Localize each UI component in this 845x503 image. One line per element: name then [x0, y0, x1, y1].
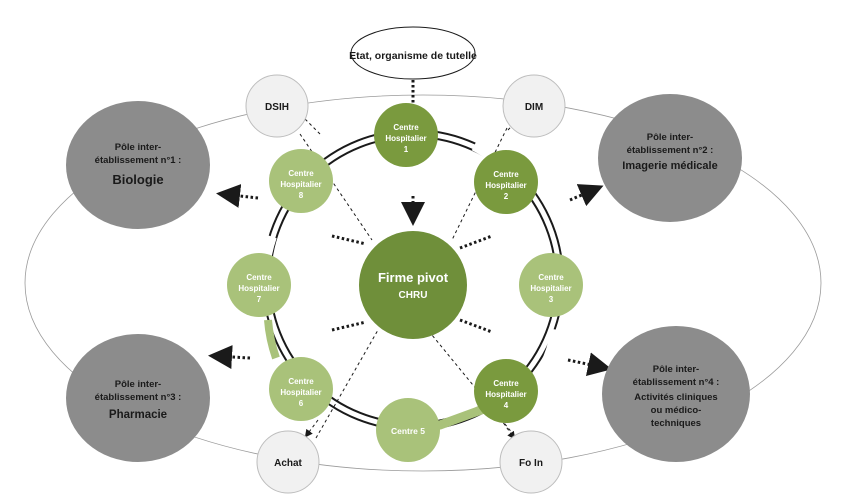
h3-l2: Hospitalier [530, 284, 571, 293]
h4-l2: Hospitalier [485, 390, 526, 399]
dim-label: DIM [525, 102, 543, 113]
p3-l3: Pharmacie [109, 409, 167, 421]
hospital-5 [376, 398, 440, 462]
dotted-arrows [208, 80, 612, 377]
pivot-node [359, 231, 467, 339]
p4-l2: établissement n°4 : [633, 377, 720, 388]
h4-l1: Centre [493, 379, 519, 388]
hospital-3 [519, 253, 583, 317]
p2-l1: Pôle inter- [647, 132, 693, 143]
p3-l2: établissement n°3 : [95, 392, 182, 403]
top-label: Etat, organisme de tutelle [349, 50, 477, 62]
h6-l1: Centre [288, 377, 314, 386]
h6-l2: Hospitalier [280, 388, 321, 397]
h3-l1: Centre [538, 273, 564, 282]
p1-l3: Biologie [112, 172, 163, 187]
h7-l2: Hospitalier [238, 284, 279, 293]
foin-node [499, 430, 563, 494]
hospital-6 [269, 357, 333, 421]
h2-l1: Centre [493, 170, 519, 179]
achat-label: Achat [274, 458, 302, 469]
h5-l1: Centre 5 [391, 426, 425, 436]
h1-l3: 1 [404, 145, 409, 154]
h2-l3: 2 [504, 192, 509, 201]
pole-1 [66, 101, 210, 229]
pole-2 [598, 94, 742, 222]
h8-l2: Hospitalier [280, 180, 321, 189]
hospital-8 [269, 149, 333, 213]
p4-l1: Pôle inter- [653, 364, 699, 375]
h8-l3: 8 [299, 191, 304, 200]
p4-l3: Activités cliniques [634, 392, 717, 403]
pivot-line1: Firme pivot [378, 270, 449, 285]
h7-l1: Centre [246, 273, 272, 282]
tutelle-ellipse [350, 26, 476, 80]
h3-l3: 3 [549, 295, 554, 304]
p4-l4: ou médico- [651, 405, 702, 416]
dsih-node [245, 74, 309, 138]
achat-node [256, 430, 320, 494]
outer-ellipse [24, 94, 822, 472]
h1-l1: Centre [393, 123, 419, 132]
h7-l3: 7 [257, 295, 262, 304]
hospital-4 [474, 359, 538, 423]
hospital-7 [227, 253, 291, 317]
h8-l1: Centre [288, 169, 314, 178]
hospital-2 [474, 150, 538, 214]
p2-l2: établissement n°2 : [627, 145, 714, 156]
pole-4 [602, 326, 750, 462]
p1-l2: établissement n°1 : [95, 155, 182, 166]
p2-l3: Imagerie médicale [622, 160, 717, 172]
hospital-1 [374, 103, 438, 167]
h4-l3: 4 [504, 401, 509, 410]
h6-l3: 6 [299, 399, 304, 408]
p4-l5: techniques [651, 418, 701, 429]
h2-l2: Hospitalier [485, 181, 526, 190]
foin-label: Fo In [519, 458, 543, 469]
pivot-line2: CHRU [399, 290, 428, 301]
p3-l1: Pôle inter- [115, 379, 161, 390]
dsih-label: DSIH [265, 102, 289, 113]
pole-3 [66, 334, 210, 462]
p1-l1: Pôle inter- [115, 142, 161, 153]
h1-l2: Hospitalier [385, 134, 426, 143]
dim-node [502, 74, 566, 138]
